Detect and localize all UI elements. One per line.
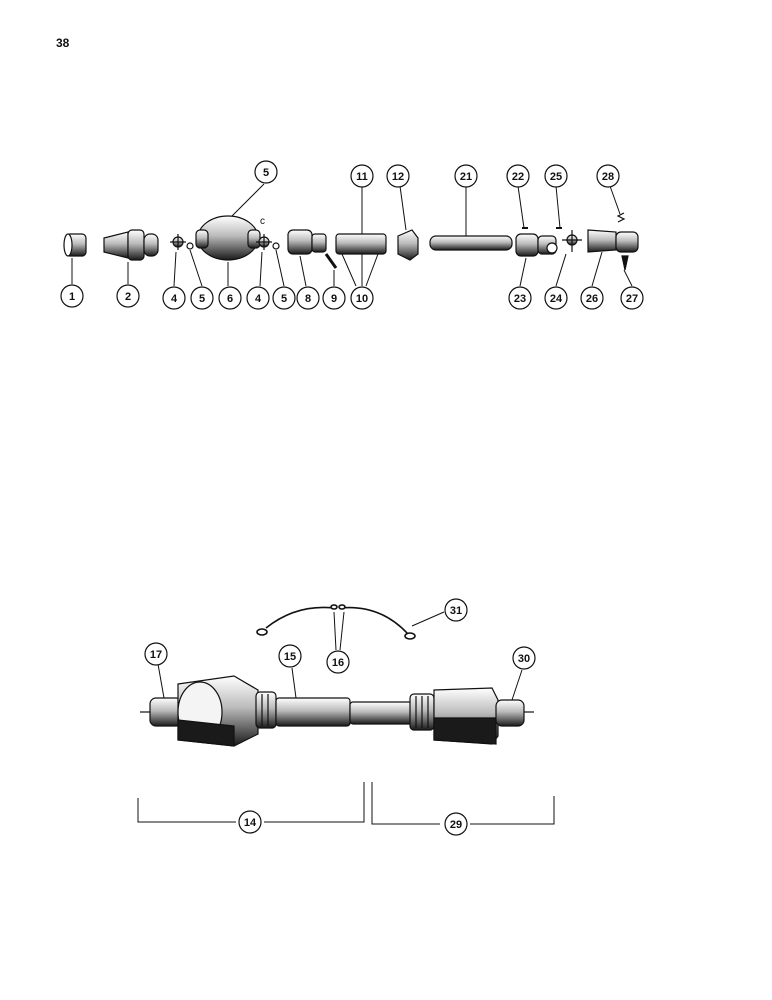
svg-text:15: 15 [284, 651, 296, 663]
part-2-yoke [103, 229, 159, 261]
callout-23: 23 [508, 286, 532, 310]
callout-1: 1 [60, 284, 84, 308]
svg-text:9: 9 [331, 293, 337, 305]
svg-text:10: 10 [356, 293, 368, 305]
svg-text:29: 29 [450, 819, 462, 831]
part-24-cross-kit [562, 230, 582, 252]
part-28-spring [616, 212, 626, 223]
callout-24: 24 [544, 286, 568, 310]
part-27-lock-pin [621, 255, 629, 271]
right-bellows [409, 693, 435, 731]
upper-callouts: 1 2 4 5 6 4 5 8 9 10 5 11 12 21 22 25 28… [60, 160, 644, 310]
svg-text:23: 23 [514, 293, 526, 305]
svg-text:5: 5 [199, 293, 205, 305]
callout-31: 31 [444, 598, 468, 622]
left-shield-bell [177, 675, 259, 747]
svg-text:17: 17 [150, 649, 162, 661]
callout-30: 30 [512, 646, 536, 670]
callout-5b: 5 [272, 286, 296, 310]
part-21-outer-tube [429, 235, 513, 251]
right-shield-bell [433, 687, 499, 745]
svg-text:26: 26 [586, 293, 598, 305]
callout-22: 22 [506, 164, 530, 188]
callout-4b: 4 [246, 286, 270, 310]
part-23-outer-yoke [515, 233, 558, 257]
part-9-pin [324, 253, 338, 269]
svg-text:16: 16 [332, 657, 344, 669]
part-12-shield-cone [397, 229, 419, 261]
callout-14: 14 [238, 810, 262, 834]
svg-text:28: 28 [602, 171, 614, 183]
callout-5-top: 5 [254, 160, 278, 184]
callout-8: 8 [296, 286, 320, 310]
callout-28: 28 [596, 164, 620, 188]
part-30-right-yoke [495, 699, 534, 727]
callout-27: 27 [620, 286, 644, 310]
svg-text:5: 5 [281, 293, 287, 305]
svg-text:30: 30 [518, 653, 530, 665]
part-11-inner-tube [335, 233, 387, 255]
part-15-inner-shaft [275, 697, 351, 727]
callout-2: 2 [116, 284, 140, 308]
part-8-inner-yoke [287, 229, 327, 255]
left-bellows [255, 691, 277, 729]
callout-10: 10 [350, 286, 374, 310]
callout-4a: 4 [162, 286, 186, 310]
svg-text:12: 12 [392, 171, 404, 183]
part-6-cv-housing [195, 215, 261, 261]
lower-callouts: 31 16 17 15 30 14 29 [144, 598, 536, 836]
part-1-collar [63, 233, 87, 257]
part-4-cross-kit-right: c [256, 216, 280, 250]
svg-text:24: 24 [550, 293, 563, 305]
upper-exploded-assembly: c [63, 212, 639, 271]
assembly-brackets [137, 782, 555, 825]
callout-29: 29 [444, 812, 468, 836]
svg-text:21: 21 [460, 171, 472, 183]
outer-shaft-tube [349, 701, 413, 725]
part-16-safety-chains [256, 604, 416, 640]
svg-text:27: 27 [626, 293, 638, 305]
callout-21: 21 [454, 164, 478, 188]
lower-assembled-shaft [140, 604, 534, 747]
callout-11: 11 [350, 164, 374, 188]
svg-text:31: 31 [450, 605, 462, 617]
svg-text:2: 2 [125, 291, 131, 303]
svg-text:22: 22 [512, 171, 524, 183]
callout-9: 9 [322, 286, 346, 310]
callout-26: 26 [580, 286, 604, 310]
svg-text:11: 11 [356, 171, 368, 183]
upper-leader-lines [71, 183, 633, 287]
svg-text:8: 8 [305, 293, 311, 305]
part-4-cross-kit-left [170, 234, 194, 250]
svg-text:5: 5 [263, 167, 269, 179]
svg-text:1: 1 [69, 291, 75, 303]
callout-25: 25 [544, 164, 568, 188]
part-26-end-yoke [587, 229, 639, 253]
svg-text:4: 4 [171, 293, 178, 305]
svg-text:25: 25 [550, 171, 562, 183]
lower-leader-lines [157, 611, 523, 701]
callout-15: 15 [278, 644, 302, 668]
callout-5a: 5 [190, 286, 214, 310]
callout-12: 12 [386, 164, 410, 188]
svg-text:4: 4 [255, 293, 262, 305]
part-17-left-yoke [140, 697, 183, 727]
page-number: 38 [56, 36, 70, 50]
callout-16: 16 [326, 650, 350, 674]
svg-text:14: 14 [244, 817, 257, 829]
svg-text:c: c [260, 216, 265, 227]
svg-text:6: 6 [227, 293, 233, 305]
callout-6: 6 [218, 286, 242, 310]
callout-17: 17 [144, 642, 168, 666]
